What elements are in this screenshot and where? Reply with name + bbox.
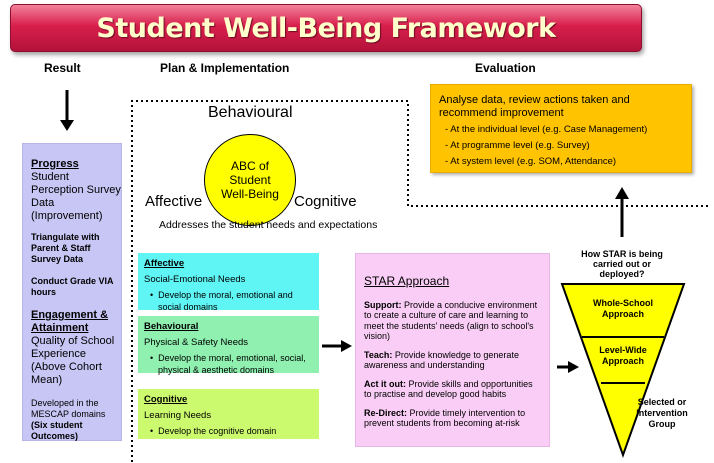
star-act-label: Act it out: [364, 378, 406, 389]
selected-group-label: Selected or Intervention Group [636, 397, 688, 429]
star-item-redirect: Re-Direct: Provide timely intervention t… [364, 408, 541, 429]
star-teach-text: Provide knowledge to generate awareness … [364, 349, 519, 371]
up-to-evaluation-arrowhead [615, 187, 629, 199]
affective-needs-bullet: • Develop the moral, emotional and socia… [150, 290, 293, 312]
cognitive-needs-bullet: • Develop the cognitive domain [150, 426, 277, 436]
whole-school-label: Whole-School Approach [593, 298, 653, 319]
star-item-support: Support: Provide a conducive environment… [364, 300, 541, 342]
level-wide-label: Level-Wide Approach [599, 345, 647, 366]
addresses-text: Addresses the student needs and expectat… [159, 219, 378, 231]
cognitive-needs-subtitle: Learning Needs [144, 410, 212, 421]
star-act-text: Provide skills and opportunities to prac… [364, 378, 533, 400]
mescap-prefix: Developed in the MESCAP domains [31, 398, 106, 419]
behavioural-needs-subtitle: Physical & Safety Needs [144, 337, 249, 348]
behavioural-needs-box: Behavioural Physical & Safety Needs • De… [138, 316, 319, 375]
engagement-text: Quality of School Experience (Above Coho… [31, 335, 115, 386]
mescap-bold: (Six student Outcomes) [31, 420, 83, 441]
cognitive-label: Cognitive [294, 193, 357, 210]
affective-needs-subtitle: Social-Emotional Needs [144, 274, 246, 285]
evaluation-item-programme: - At programme level (e.g. Survey) [445, 140, 590, 151]
needs-to-star-arrowhead [341, 340, 352, 352]
star-to-triangle-arrowhead [568, 361, 579, 373]
evaluation-header: Evaluation [475, 61, 536, 75]
behavioural-needs-heading: Behavioural [144, 321, 199, 332]
affective-needs-heading: Affective [144, 258, 185, 269]
star-title: STAR Approach [364, 274, 450, 288]
abc-circle: ABC of Student Well-Being [204, 134, 296, 226]
page-title: Student Well-Being Framework [96, 12, 556, 44]
triangle-question: How STAR is being carried out or deploye… [581, 249, 663, 279]
progress-text: Student Perception Survey Data (Improvem… [31, 171, 121, 222]
behavioural-label: Behavioural [208, 104, 293, 121]
evaluation-box: Analyse data, review actions taken and r… [430, 84, 692, 173]
star-item-teach: Teach: Provide knowledge to generate awa… [364, 350, 541, 371]
cognitive-needs-bullet-text: Develop the cognitive domain [158, 426, 277, 436]
star-item-act: Act it out: Provide skills and opportuni… [364, 379, 541, 400]
engagement-heading: Engagement & Attainment [31, 309, 109, 334]
behavioural-needs-bullet-text: Develop the moral, emotional, social, ph… [158, 353, 306, 375]
result-header: Result [44, 61, 81, 75]
star-support-label: Support: [364, 299, 402, 310]
dotted-feedback-loop [131, 100, 710, 462]
result-box: Progress Student Perception Survey Data … [22, 143, 122, 441]
evaluation-main: Analyse data, review actions taken and r… [439, 94, 630, 119]
star-redirect-text: Provide timely intervention to prevent s… [364, 407, 526, 429]
cognitive-needs-heading: Cognitive [144, 394, 188, 405]
plan-header: Plan & Implementation [160, 61, 290, 75]
affective-needs-box: Affective Social-Emotional Needs • Devel… [138, 253, 319, 312]
affective-label: Affective [145, 193, 203, 210]
star-approach-box: STAR Approach Support: Provide a conduci… [355, 253, 550, 447]
star-support-text: Provide a conducive environment to creat… [364, 299, 538, 342]
result-down-arrowhead [60, 120, 74, 131]
abc-circle-text: ABC of Student Well-Being [221, 159, 279, 201]
cognitive-needs-box: Cognitive Learning Needs • Develop the c… [138, 389, 319, 439]
deployment-triangle [560, 283, 686, 458]
star-teach-label: Teach: [364, 349, 393, 360]
behavioural-needs-bullet: • Develop the moral, emotional, social, … [150, 353, 306, 375]
title-banner: Student Well-Being Framework [10, 4, 642, 52]
conduct-text: Conduct Grade VIA hours [31, 276, 114, 297]
evaluation-item-system: - At system level (e.g. SOM, Attendance) [445, 156, 617, 167]
affective-needs-bullet-text: Develop the moral, emotional and social … [158, 290, 293, 312]
evaluation-item-individual: - At the individual level (e.g. Case Man… [445, 124, 648, 135]
progress-heading: Progress [31, 158, 79, 170]
star-redirect-label: Re-Direct: [364, 407, 408, 418]
triangulate-text: Triangulate with Parent & Staff Survey D… [31, 232, 100, 264]
mescap-text: Developed in the MESCAP domains (Six stu… [31, 398, 121, 442]
